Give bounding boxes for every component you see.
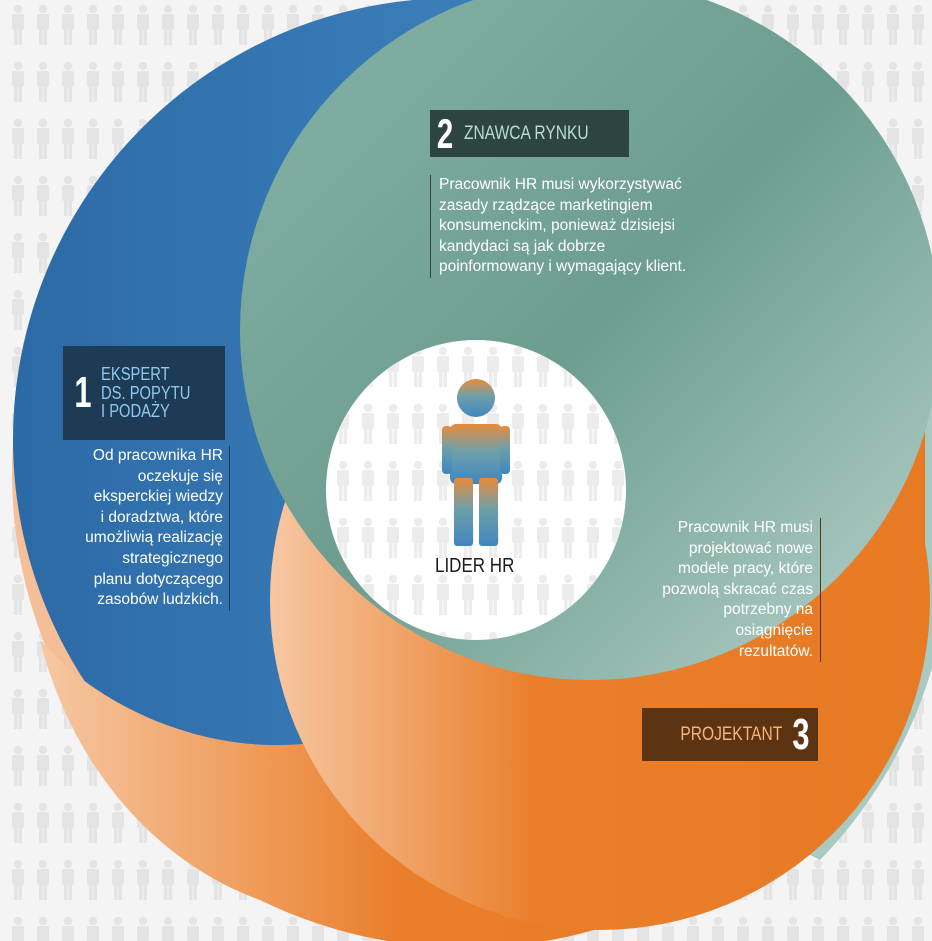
person-icon bbox=[442, 379, 510, 546]
segment-1-heading: 1 EKSPERT DS. POPYTU I PODAŻY bbox=[63, 346, 225, 440]
segment-3-title: PROJEKTANT bbox=[680, 723, 782, 745]
segment-2-title: ZNAWCA RYNKU bbox=[464, 122, 589, 144]
segment-1-title: EKSPERT DS. POPYTU I PODAŻY bbox=[101, 363, 191, 422]
center-label: LIDER HR bbox=[435, 555, 515, 577]
segment-2-description: Pracownik HR musi wykorzystywać zasady r… bbox=[430, 175, 686, 279]
segment-3-number: 3 bbox=[792, 709, 810, 759]
segment-2-heading: 2 ZNAWCA RYNKU bbox=[430, 110, 629, 157]
segment-1-description: Od pracownika HR oczekuje się eksperckie… bbox=[30, 446, 230, 611]
segment-3-description: Pracownik HR musi projektować nowe model… bbox=[605, 518, 821, 663]
segment-1-number: 1 bbox=[74, 368, 92, 417]
segment-2-number: 2 bbox=[436, 109, 454, 157]
segment-3-heading: PROJEKTANT 3 bbox=[642, 708, 818, 761]
